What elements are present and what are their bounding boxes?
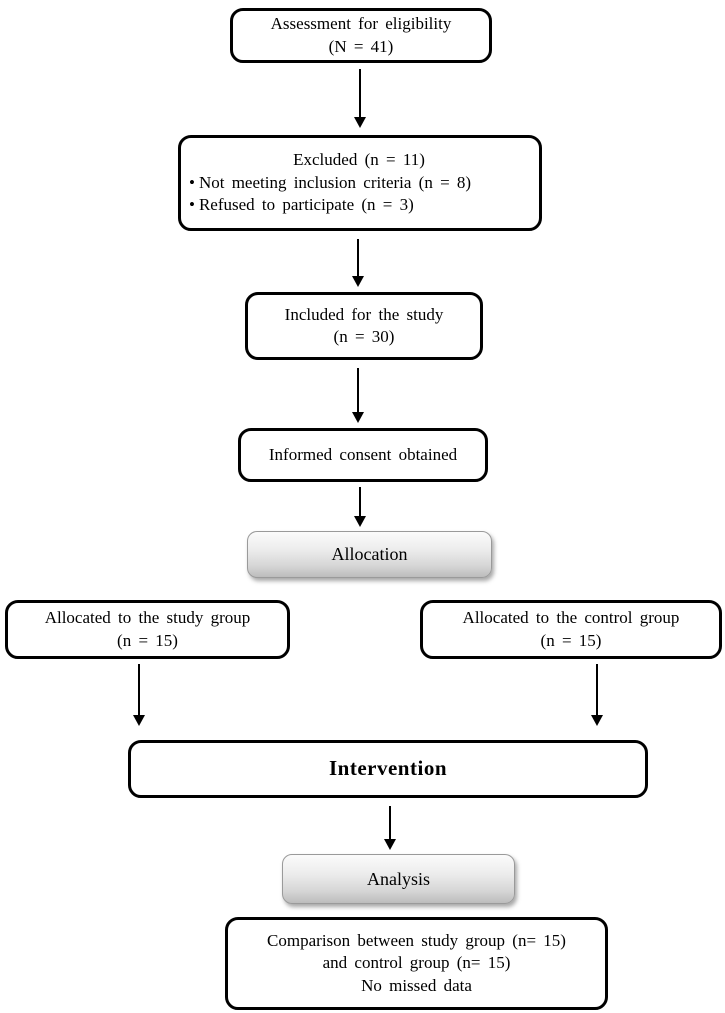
arrow-intervention-to-analysis bbox=[389, 806, 391, 840]
arrow-consent-to-allocation bbox=[359, 487, 361, 517]
bullet-icon: • bbox=[189, 195, 195, 215]
control-group-line2: (n = 15) bbox=[540, 630, 602, 650]
intervention-label: Intervention bbox=[329, 756, 447, 781]
excluded-box: Excluded (n = 11) • Not meeting inclusio… bbox=[178, 135, 542, 231]
comparison-line1: Comparison between study group (n= 15) bbox=[267, 930, 566, 950]
included-box: Included for the study (n = 30) bbox=[245, 292, 483, 360]
arrow-excluded-to-included bbox=[357, 239, 359, 277]
analysis-stage: Analysis bbox=[282, 854, 515, 904]
allocation-label: Allocation bbox=[331, 544, 408, 564]
consent-box: Informed consent obtained bbox=[238, 428, 488, 482]
assessment-line1: Assessment for eligibility bbox=[270, 14, 452, 34]
assessment-line2: (N = 41) bbox=[328, 36, 394, 56]
control-group-box: Allocated to the control group (n = 15) bbox=[420, 600, 722, 659]
comparison-line3: No missed data bbox=[361, 975, 472, 995]
assessment-box: Assessment for eligibility (N = 41) bbox=[230, 8, 492, 63]
excluded-bullet-1-text: Not meeting inclusion criteria (n = 8) bbox=[198, 172, 472, 192]
arrow-included-to-consent bbox=[357, 368, 359, 413]
analysis-label: Analysis bbox=[367, 868, 430, 889]
bullet-icon: • bbox=[189, 172, 195, 192]
arrow-control-to-intervention bbox=[596, 664, 598, 716]
arrow-assessment-to-excluded bbox=[359, 69, 361, 118]
excluded-bullet-2-text: Refused to participate (n = 3) bbox=[198, 195, 414, 215]
intervention-box: Intervention bbox=[128, 740, 648, 798]
study-group-line2: (n = 15) bbox=[117, 630, 178, 650]
included-line2: (n = 30) bbox=[333, 327, 395, 346]
excluded-title: Excluded (n = 11) bbox=[293, 150, 425, 170]
comparison-line2: and control group (n= 15) bbox=[322, 953, 511, 973]
comparison-box: Comparison between study group (n= 15) a… bbox=[225, 917, 608, 1010]
excluded-bullet-1: • Not meeting inclusion criteria (n = 8) bbox=[189, 172, 529, 194]
study-group-box: Allocated to the study group (n = 15) bbox=[5, 600, 290, 659]
control-group-line1: Allocated to the control group bbox=[462, 608, 680, 628]
consent-line1: Informed consent obtained bbox=[268, 444, 458, 464]
included-line1: Included for the study bbox=[284, 304, 444, 324]
allocation-stage: Allocation bbox=[247, 531, 492, 578]
study-group-line1: Allocated to the study group bbox=[44, 608, 251, 628]
arrow-study-to-intervention bbox=[138, 664, 140, 716]
excluded-bullet-2: • Refused to participate (n = 3) bbox=[189, 194, 529, 216]
